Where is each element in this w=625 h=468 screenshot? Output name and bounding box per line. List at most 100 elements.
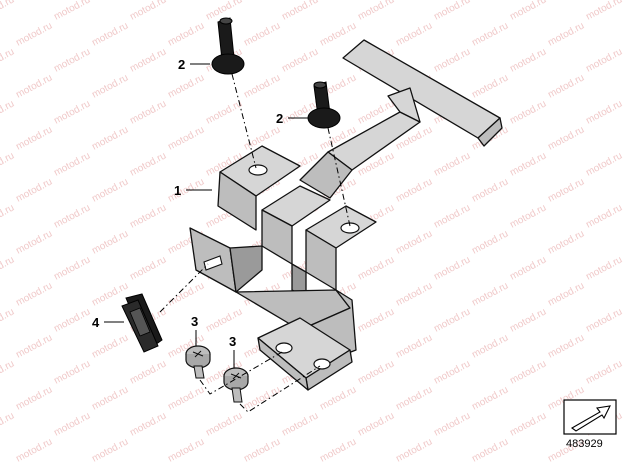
watermark-text: motod.ru	[394, 384, 434, 412]
watermark-text: motod.ru	[432, 306, 472, 334]
watermark-text: motod.ru	[52, 98, 92, 126]
watermark-text: motod.ru	[584, 254, 624, 282]
watermark-text: motod.ru	[14, 228, 54, 256]
watermark-text: motod.ru	[128, 202, 168, 230]
watermark-text: motod.ru	[90, 124, 130, 152]
watermark-text: motod.ru	[242, 20, 282, 48]
watermark-text: motod.ru	[14, 436, 54, 464]
watermark-text: motod.ru	[470, 280, 510, 308]
watermark-text: motod.ru	[470, 436, 510, 464]
watermark-text: motod.ru	[52, 150, 92, 178]
watermark-text: motod.ru	[242, 384, 282, 412]
callout-part-3-left: 3	[191, 314, 198, 329]
rubber-buffer-lower	[307, 81, 341, 129]
watermark-text: motod.ru	[52, 410, 92, 438]
screw-left	[185, 345, 211, 379]
watermark-text: motod.ru	[52, 306, 92, 334]
watermark-text: motod.ru	[546, 228, 586, 256]
watermark-text: motod.ru	[584, 202, 624, 230]
watermark-text: motod.ru	[432, 46, 472, 74]
watermark-text: motod.ru	[546, 176, 586, 204]
watermark-text: motod.ru	[394, 332, 434, 360]
watermark-text: motod.ru	[356, 410, 396, 438]
watermark-text: motod.ru	[508, 358, 548, 386]
watermark-text: motod.ru	[356, 306, 396, 334]
watermark-text: motod.ru	[90, 436, 130, 464]
watermark-text: motod.ru	[432, 202, 472, 230]
arrow-icon	[571, 405, 611, 432]
leader-lines	[104, 63, 308, 368]
watermark-text: motod.ru	[280, 410, 320, 438]
watermark-text: motod.ru	[356, 254, 396, 282]
watermark-text: motod.ru	[584, 98, 624, 126]
watermark-text: motod.ru	[508, 46, 548, 74]
watermark-text: motod.ru	[318, 20, 358, 48]
callout-part-2-upper: 2	[178, 57, 185, 72]
watermark-text: motod.ru	[0, 46, 16, 74]
watermark-text: motod.ru	[14, 124, 54, 152]
watermark-text: motod.ru	[90, 72, 130, 100]
watermark-text: motod.ru	[0, 306, 16, 334]
callout-part-3-right: 3	[229, 334, 236, 349]
watermark-text: motod.ru	[52, 202, 92, 230]
watermark-text: motod.ru	[128, 254, 168, 282]
screw-right	[223, 367, 249, 403]
watermark-text: motod.ru	[432, 0, 472, 23]
watermark-text: motod.ru	[166, 72, 206, 100]
watermark-text: motod.ru	[90, 176, 130, 204]
watermark-text: motod.ru	[52, 46, 92, 74]
watermark-text: motod.ru	[0, 254, 16, 282]
watermark-text: motod.ru	[470, 20, 510, 48]
watermark-text: motod.ru	[584, 46, 624, 74]
watermark-text: motod.ru	[584, 358, 624, 386]
watermark-text: motod.ru	[242, 436, 282, 464]
watermark-text: motod.ru	[14, 20, 54, 48]
watermark-text: motod.ru	[90, 20, 130, 48]
watermark-text: motod.ru	[0, 150, 16, 178]
watermark-text: motod.ru	[356, 358, 396, 386]
watermark-text: motod.ru	[470, 228, 510, 256]
reference-number: 483929	[566, 438, 603, 450]
watermark-text: motod.ru	[128, 46, 168, 74]
watermark-text: motod.ru	[128, 0, 168, 23]
watermark-text: motod.ru	[166, 384, 206, 412]
watermark-text: motod.ru	[508, 254, 548, 282]
watermark-text: motod.ru	[356, 0, 396, 23]
watermark-text: motod.ru	[14, 176, 54, 204]
watermark-text: motod.ru	[432, 254, 472, 282]
watermark-text: motod.ru	[432, 410, 472, 438]
watermark-text: motod.ru	[584, 150, 624, 178]
watermark-text: motod.ru	[128, 410, 168, 438]
watermark-text: motod.ru	[470, 72, 510, 100]
callout-part-4: 4	[92, 315, 100, 330]
watermark-text: motod.ru	[584, 306, 624, 334]
callout-part-1: 1	[174, 183, 181, 198]
watermark-text: motod.ru	[394, 20, 434, 48]
watermark-text: motod.ru	[166, 124, 206, 152]
watermark-text: motod.ru	[204, 410, 244, 438]
watermark-text: motod.ru	[432, 358, 472, 386]
reference-box: 483929	[563, 399, 617, 450]
watermark-text: motod.ru	[546, 20, 586, 48]
callout-part-2-lower: 2	[276, 111, 283, 126]
watermark-text: motod.ru	[128, 150, 168, 178]
watermark-text: motod.ru	[90, 332, 130, 360]
watermark-text: motod.ru	[432, 150, 472, 178]
watermark-text: motod.ru	[470, 176, 510, 204]
watermark-text: motod.ru	[394, 436, 434, 464]
watermark-text: motod.ru	[508, 0, 548, 23]
watermark-text: motod.ru	[508, 150, 548, 178]
watermark-text: motod.ru	[508, 410, 548, 438]
watermark-text: motod.ru	[546, 72, 586, 100]
watermark-text: motod.ru	[0, 0, 16, 23]
watermark-text: motod.ru	[470, 384, 510, 412]
clip-nut-part-4	[121, 293, 163, 353]
watermark-text: motod.ru	[394, 280, 434, 308]
callouts: 2 2 1 3 3 4	[92, 57, 283, 349]
watermark-text: motod.ru	[90, 384, 130, 412]
watermark-text: motod.ru	[0, 202, 16, 230]
watermark-text: motod.ru	[128, 358, 168, 386]
watermark-text: motod.ru	[318, 436, 358, 464]
watermark-text: motod.ru	[166, 436, 206, 464]
